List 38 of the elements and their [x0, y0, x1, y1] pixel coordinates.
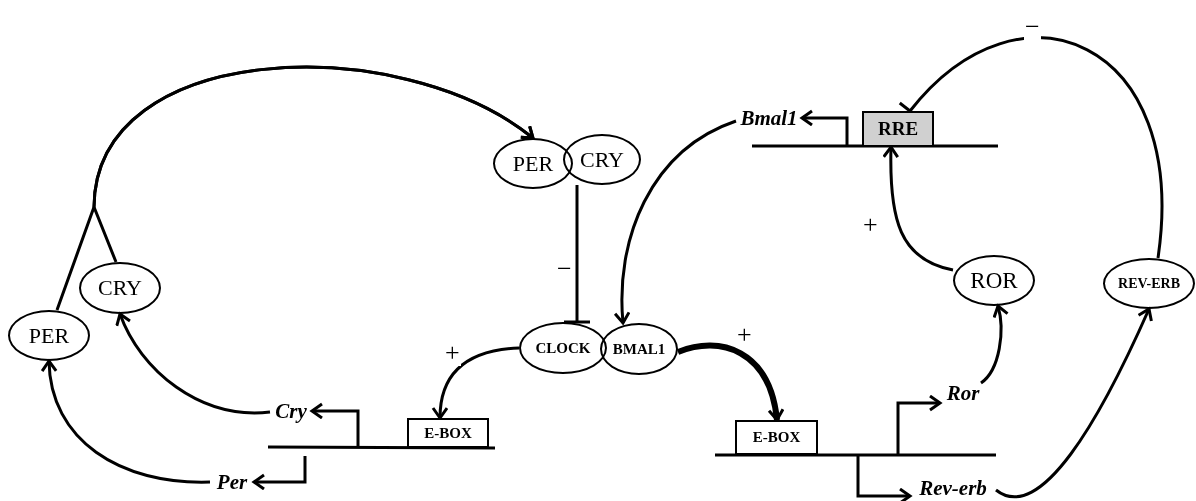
arrow: [995, 307, 1153, 498]
gene-label: Ror: [940, 380, 986, 406]
protein-ellipse: [8, 310, 90, 361]
arrow: [882, 145, 954, 272]
protein-ellipse: [953, 255, 1035, 306]
protein-ellipse: [79, 262, 161, 314]
arrow: [980, 304, 1009, 385]
gene-label: Bmal1: [736, 104, 802, 132]
arrow: [115, 312, 271, 415]
protein-ellipse: [493, 138, 573, 189]
rre-element: RRE: [862, 111, 934, 147]
protein-label: CLOCK: [535, 339, 591, 357]
protein-label: REV-ERB: [1118, 275, 1180, 292]
transcription-start-arrow: [310, 402, 360, 447]
gene-label: Per: [210, 469, 254, 495]
protein-label: BMAL1: [612, 340, 666, 358]
transcription-start-arrow: [856, 456, 912, 501]
protein-label: PER: [512, 150, 554, 177]
protein-ellipse: [600, 323, 678, 375]
arrow: [432, 346, 520, 420]
arrow: [614, 119, 737, 325]
arrow: [41, 359, 210, 484]
arrow: [92, 65, 535, 263]
transcription-start-arrow: [896, 394, 942, 455]
protein-label: PER: [28, 322, 70, 349]
protein-label: CRY: [580, 146, 624, 173]
e-box-element: E-BOX: [407, 418, 489, 448]
protein-ellipse: [563, 134, 641, 185]
protein-label: CRY: [98, 275, 142, 301]
gene-label: Cry: [270, 398, 312, 424]
transcription-start-arrow: [252, 456, 307, 491]
transcription-start-arrow: [800, 109, 849, 145]
arrow: [677, 342, 784, 422]
protein-ellipse: [519, 322, 607, 374]
protein-label: ROR: [970, 267, 1018, 294]
gene-label: Rev-erb: [910, 476, 996, 500]
e-box-element: E-BOX: [735, 420, 818, 455]
protein-ellipse: [1103, 258, 1195, 309]
